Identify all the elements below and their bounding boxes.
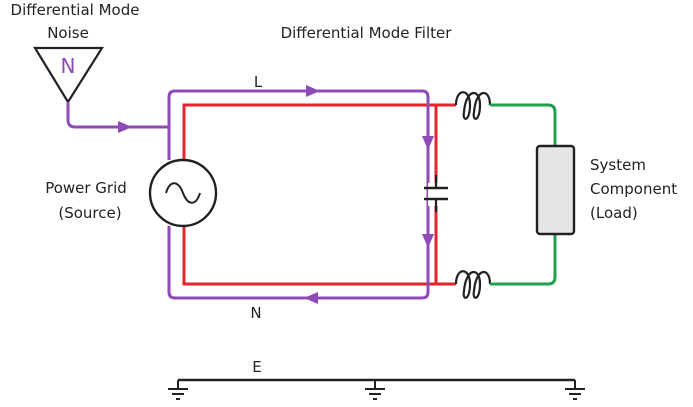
- load-label-line3: (Load): [590, 204, 638, 222]
- filter-title: Differential Mode Filter: [281, 24, 453, 42]
- load-label-line1: System: [590, 156, 646, 174]
- sine-wave-icon: [165, 182, 201, 204]
- inductor-top: [454, 91, 492, 120]
- earth-label: E: [252, 358, 261, 376]
- inductor-bottom: [454, 270, 492, 299]
- noise-source-symbol: N: [61, 54, 76, 78]
- noise-arrow-top: [306, 85, 320, 97]
- noise-arrow-down-lower: [422, 234, 434, 248]
- noise-source-triangle: [33, 46, 104, 105]
- ground-icon-left: [168, 380, 188, 400]
- ground-icon-right: [565, 380, 585, 400]
- load-component-box: [535, 144, 576, 236]
- load-wire-bottom: [490, 234, 557, 286]
- source-label-line2: (Source): [58, 204, 121, 222]
- line-label-l: L: [254, 73, 263, 91]
- noise-arrow-bottom: [304, 292, 318, 304]
- line-label-n: N: [250, 304, 261, 322]
- noise-title-line1: Differential Mode: [11, 1, 140, 19]
- load-wire-top: [490, 103, 557, 146]
- noise-injection-path: [66, 102, 168, 129]
- noise-title-line2: Noise: [47, 24, 89, 42]
- noise-arrow-down-upper: [422, 136, 434, 150]
- line-conductor-top: [182, 103, 436, 160]
- load-label-line2: Component: [590, 180, 677, 198]
- source-label-line1: Power Grid: [45, 179, 127, 197]
- neutral-conductor-bottom: [182, 226, 436, 286]
- noise-injection-arrow: [118, 121, 132, 133]
- ground-icon-middle: [365, 380, 385, 400]
